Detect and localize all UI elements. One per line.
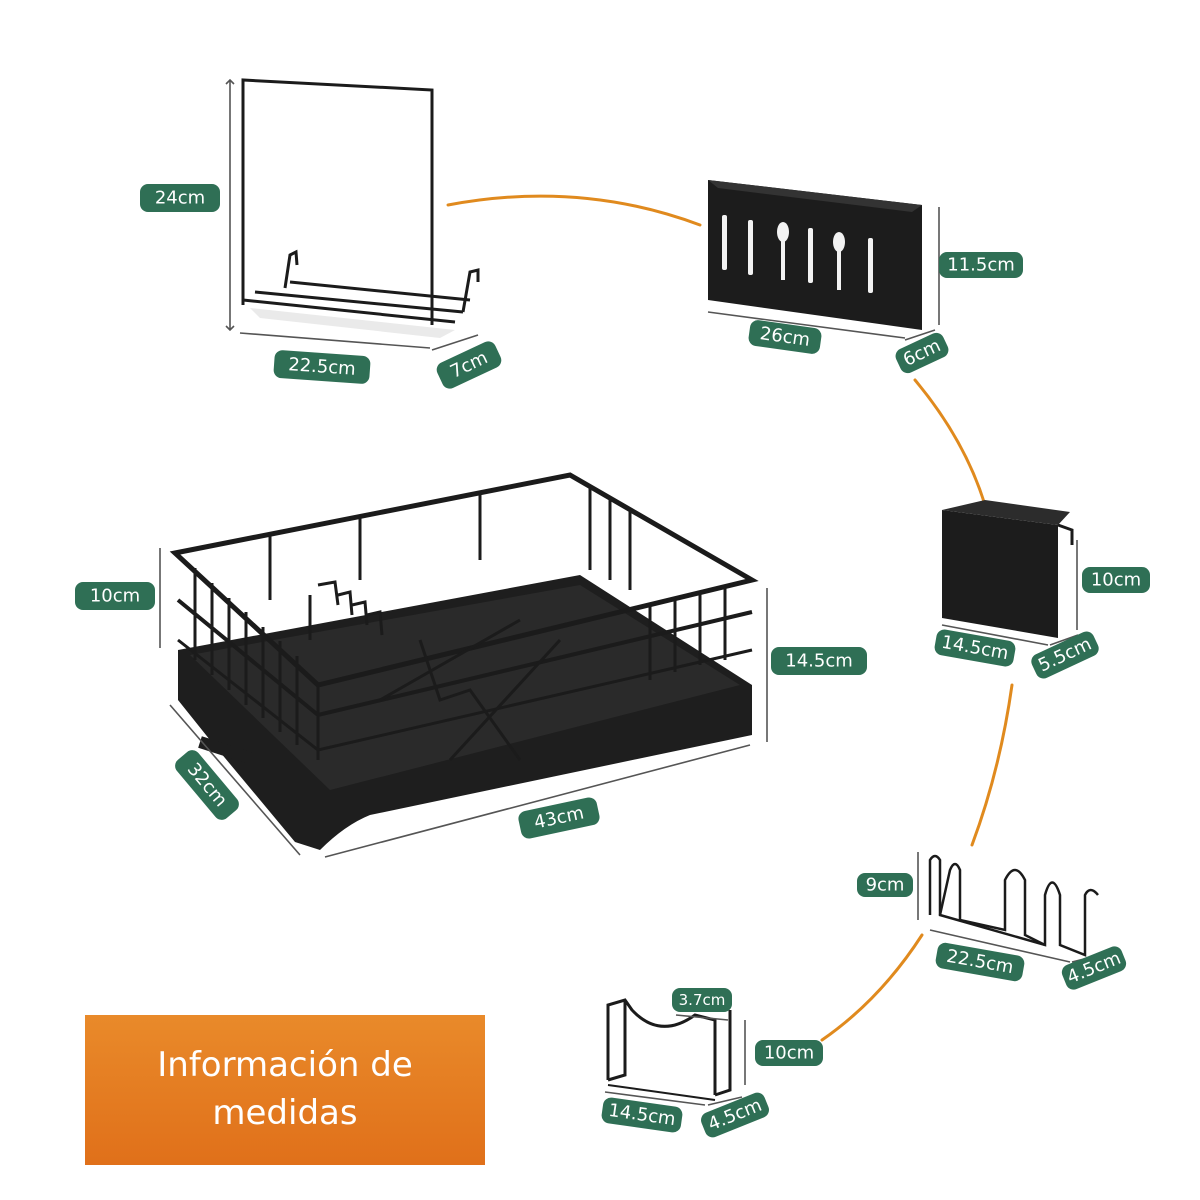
label-lid-width: 22.5cm <box>935 942 1025 982</box>
cup-holder-width-line <box>604 1091 706 1106</box>
board-width-line <box>239 332 431 349</box>
label-cup-width: 14.5cm <box>934 629 1016 667</box>
label-lid-depth: 4.5cm <box>1061 946 1127 990</box>
cup-holder-hook-line <box>675 1014 729 1021</box>
label-board-width: 22.5cm <box>273 350 371 384</box>
rack-depth-line <box>169 704 301 856</box>
label-text: 24cm <box>155 188 205 209</box>
label-rack-width: 43cm <box>518 797 600 839</box>
label-cup-holder-height: 10cm <box>755 1040 823 1066</box>
label-board-height: 24cm <box>140 184 220 212</box>
cutlery-depth-line <box>904 329 936 341</box>
label-text: 11.5cm <box>947 255 1015 276</box>
board-height-line <box>225 78 235 332</box>
lid-holder <box>928 854 1099 957</box>
cutlery-width-line <box>707 311 906 339</box>
connector-cup-to-lid-holder <box>970 683 1014 847</box>
board-depth-line <box>431 334 479 351</box>
cup-holder-box <box>942 500 1074 638</box>
label-cup-height: 10cm <box>1082 567 1150 593</box>
label-cutlery-width: 26cm <box>748 320 822 354</box>
label-cup-holder-width: 14.5cm <box>601 1097 683 1133</box>
label-text: 10cm <box>90 586 140 607</box>
cup-holder-wire <box>606 998 732 1101</box>
lid-width-line <box>929 929 1071 963</box>
cutlery-holder <box>708 180 922 330</box>
label-cutlery-height: 11.5cm <box>939 252 1023 278</box>
label-text: 9cm <box>866 875 905 896</box>
info-box: Información de medidas <box>85 1015 485 1165</box>
connector-board-to-cutlery <box>446 194 702 227</box>
cutting-board-holder <box>241 78 480 338</box>
label-text: 14.5cm <box>785 651 853 672</box>
cup-holder-depth-line <box>707 1096 743 1106</box>
label-cup-holder-depth: 4.5cm <box>701 1092 769 1138</box>
label-text: 14.5cm <box>607 1100 677 1130</box>
connector-lid-holder-to-cup-holder <box>820 933 924 1042</box>
connector-cutlery-to-cup <box>913 378 987 507</box>
label-text: 22.5cm <box>288 354 357 380</box>
cup-width-line <box>941 624 1049 646</box>
label-rack-height-small: 10cm <box>75 582 155 610</box>
dish-rack <box>169 472 759 850</box>
cup-depth-line <box>1049 634 1079 646</box>
label-text: 4.5cm <box>1064 948 1124 988</box>
label-lid-height: 9cm <box>857 873 913 897</box>
label-text: 10cm <box>764 1043 814 1064</box>
label-text: 3.7cm <box>679 991 726 1009</box>
label-text: 10cm <box>1091 570 1141 591</box>
label-rack-height-total: 14.5cm <box>771 647 867 675</box>
label-cup-depth: 5.5cm <box>1031 631 1099 679</box>
label-cup-holder-hook: 3.7cm <box>672 988 732 1012</box>
rack-width-line <box>324 744 751 858</box>
info-box-title: Información de medidas <box>157 1045 413 1133</box>
